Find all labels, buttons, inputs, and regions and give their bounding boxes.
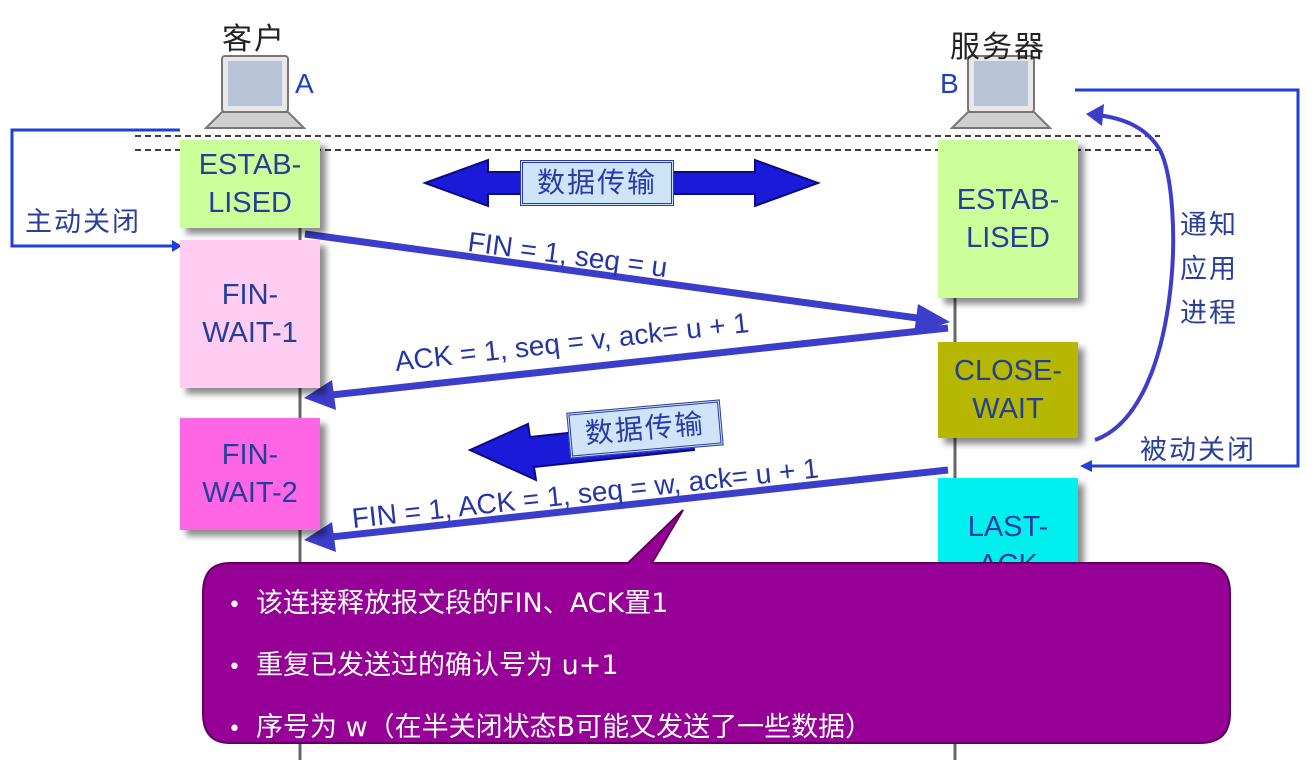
ack-arrow: [321, 324, 949, 400]
active-close-bracket: [10, 128, 180, 248]
laptop-icon: [203, 55, 307, 129]
notify-app-label: 通知 应用 进程: [1180, 210, 1238, 329]
fin-ack-arrow: [321, 466, 949, 542]
server-letter: B: [940, 68, 959, 99]
client-state-fin-wait-1: FIN- WAIT-1: [180, 240, 320, 388]
notify-app-arrow: [1094, 113, 1176, 442]
client-state-fin-wait-2: FIN- WAIT-2: [180, 418, 320, 530]
fin-arrow: [304, 230, 933, 324]
server-state-established: ESTAB- LISED: [938, 140, 1078, 298]
callout-bullet: •该连接释放报文段的FIN、ACK置1: [228, 588, 669, 619]
client-letter: A: [295, 68, 314, 99]
active-close-label: 主动关闭: [25, 207, 141, 238]
laptop-icon: [949, 55, 1053, 129]
callout-bullet: •重复已发送过的确认号为 u+1: [228, 650, 619, 681]
client-title: 客户: [222, 22, 286, 57]
callout-bullets: •该连接释放报文段的FIN、ACK置1 •重复已发送过的确认号为 u+1 •序号…: [228, 574, 872, 760]
callout-bullet: •序号为 w（在半关闭状态B可能又发送了一些数据）: [228, 712, 873, 743]
client-state-established: ESTAB- LISED: [180, 140, 320, 228]
data-transfer-label-top: 数据传输: [520, 160, 675, 206]
server-state-close-wait: CLOSE- WAIT: [938, 342, 1078, 438]
passive-close-label: 被动关闭: [1140, 435, 1256, 466]
passive-close-bracket: [1075, 88, 1300, 468]
server-title: 服务器: [950, 30, 1046, 65]
